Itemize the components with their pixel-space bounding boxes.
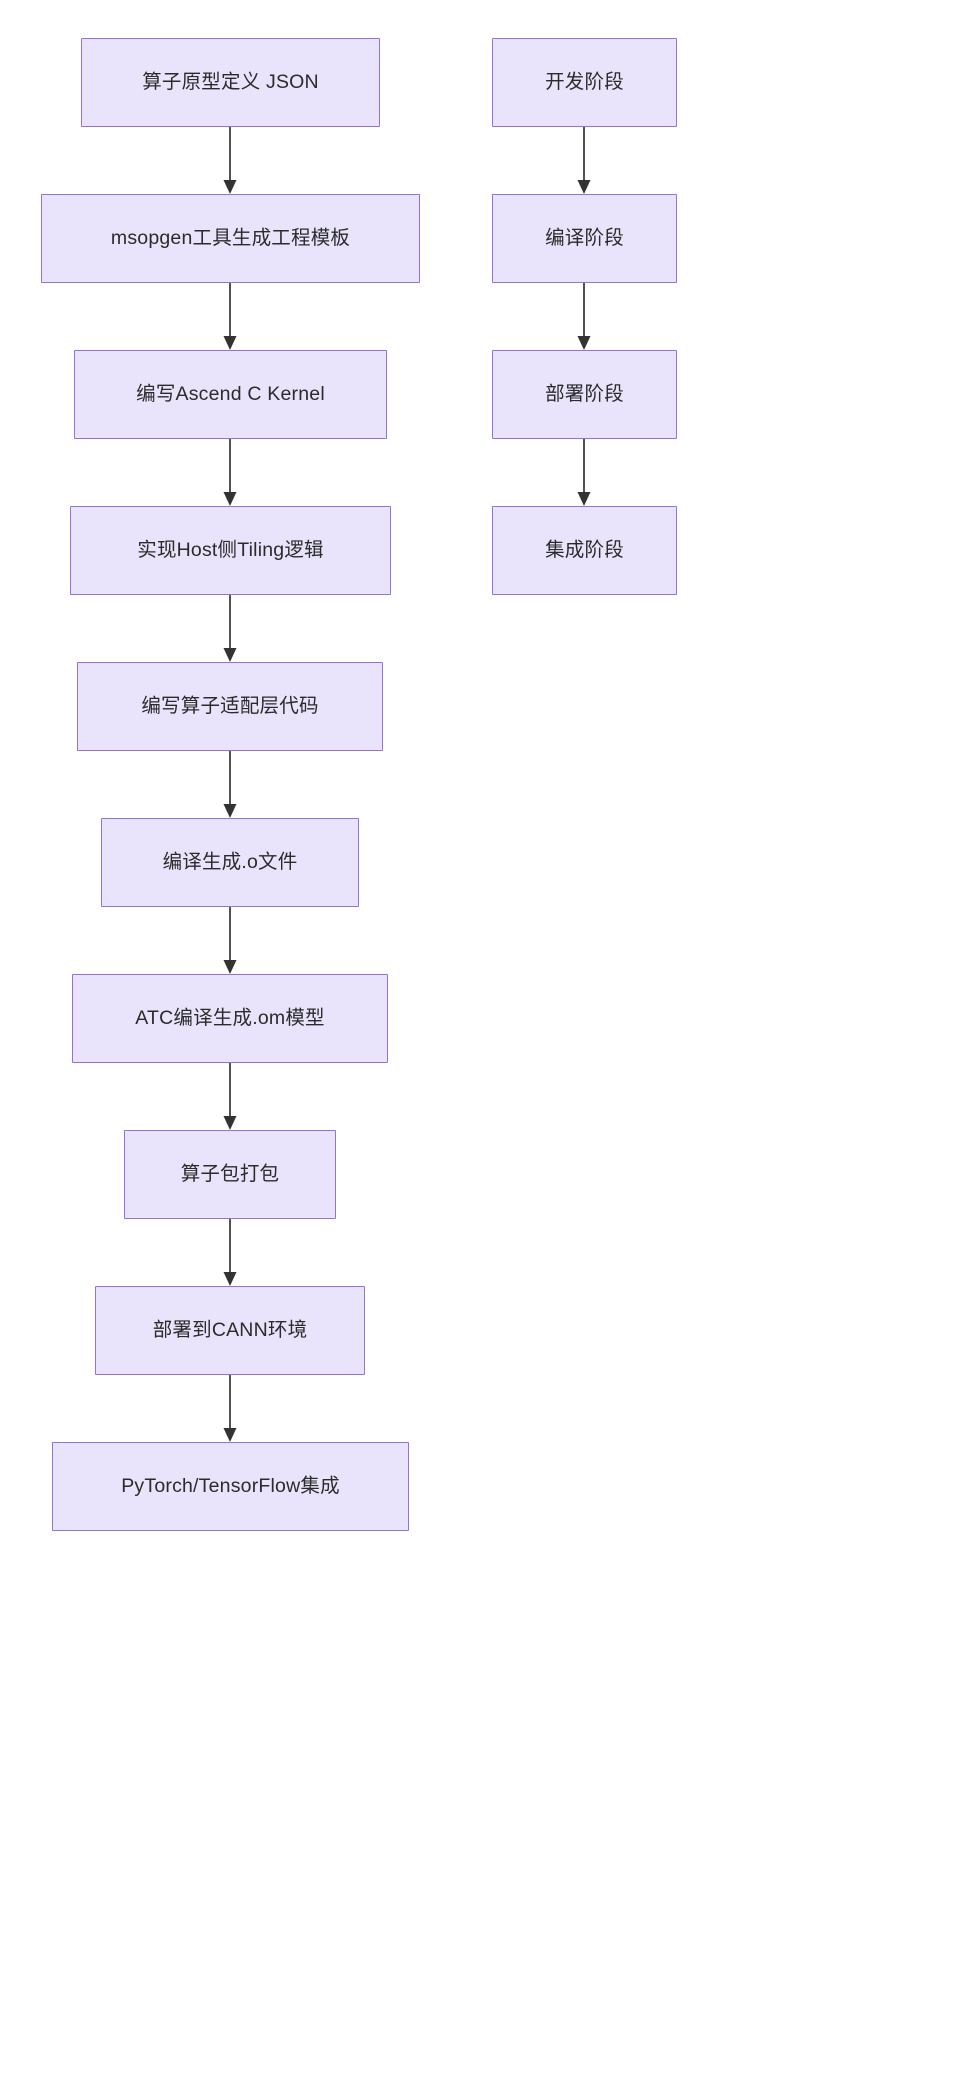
flow-node-s1[interactable]: 开发阶段 bbox=[492, 38, 677, 127]
edge-arrowhead-n3-to-n4 bbox=[223, 492, 237, 506]
edge-arrowhead-n4-to-n5 bbox=[223, 648, 237, 662]
flow-node-label: 部署到CANN环境 bbox=[152, 1319, 308, 1342]
edge-arrowhead-s3-to-s4 bbox=[577, 492, 591, 506]
flow-node-n9[interactable]: 部署到CANN环境 bbox=[95, 1286, 365, 1375]
flow-node-label: 部署阶段 bbox=[545, 383, 624, 406]
flow-node-s2[interactable]: 编译阶段 bbox=[492, 194, 677, 283]
flow-node-label: 算子原型定义 JSON bbox=[142, 71, 319, 94]
edge-arrowhead-n7-to-n8 bbox=[223, 1116, 237, 1130]
edge-arrowhead-n8-to-n9 bbox=[223, 1272, 237, 1286]
flow-node-label: msopgen工具生成工程模板 bbox=[110, 227, 351, 250]
flow-node-label: 编译阶段 bbox=[545, 227, 624, 250]
flow-node-n3[interactable]: 编写Ascend C Kernel bbox=[74, 350, 387, 439]
flow-node-label: 算子包打包 bbox=[180, 1163, 280, 1186]
flow-node-n6[interactable]: 编译生成.o文件 bbox=[101, 818, 359, 907]
edge-arrowhead-s2-to-s3 bbox=[577, 336, 591, 350]
flow-node-n5[interactable]: 编写算子适配层代码 bbox=[77, 662, 383, 751]
edge-arrowhead-n1-to-n2 bbox=[223, 180, 237, 194]
flow-node-n2[interactable]: msopgen工具生成工程模板 bbox=[41, 194, 420, 283]
edge-arrowhead-n2-to-n3 bbox=[223, 336, 237, 350]
flow-node-n4[interactable]: 实现Host侧Tiling逻辑 bbox=[70, 506, 391, 595]
flow-node-s4[interactable]: 集成阶段 bbox=[492, 506, 677, 595]
edge-arrowhead-s1-to-s2 bbox=[577, 180, 591, 194]
flow-node-n8[interactable]: 算子包打包 bbox=[124, 1130, 336, 1219]
flow-node-label: 编写Ascend C Kernel bbox=[136, 383, 325, 406]
flow-node-label: 实现Host侧Tiling逻辑 bbox=[137, 539, 324, 562]
edge-arrowhead-n9-to-n10 bbox=[223, 1428, 237, 1442]
flow-node-label: 编写算子适配层代码 bbox=[141, 695, 319, 718]
flow-node-n10[interactable]: PyTorch/TensorFlow集成 bbox=[52, 1442, 409, 1531]
flow-node-n7[interactable]: ATC编译生成.om模型 bbox=[72, 974, 388, 1063]
flow-node-label: 集成阶段 bbox=[545, 539, 624, 562]
flow-node-n1[interactable]: 算子原型定义 JSON bbox=[81, 38, 380, 127]
flow-node-s3[interactable]: 部署阶段 bbox=[492, 350, 677, 439]
flow-node-label: PyTorch/TensorFlow集成 bbox=[121, 1475, 340, 1498]
edge-arrowhead-n5-to-n6 bbox=[223, 804, 237, 818]
flow-node-label: ATC编译生成.om模型 bbox=[135, 1007, 325, 1030]
edge-arrowhead-n6-to-n7 bbox=[223, 960, 237, 974]
flow-node-label: 编译生成.o文件 bbox=[162, 851, 298, 874]
flow-node-label: 开发阶段 bbox=[545, 71, 624, 94]
